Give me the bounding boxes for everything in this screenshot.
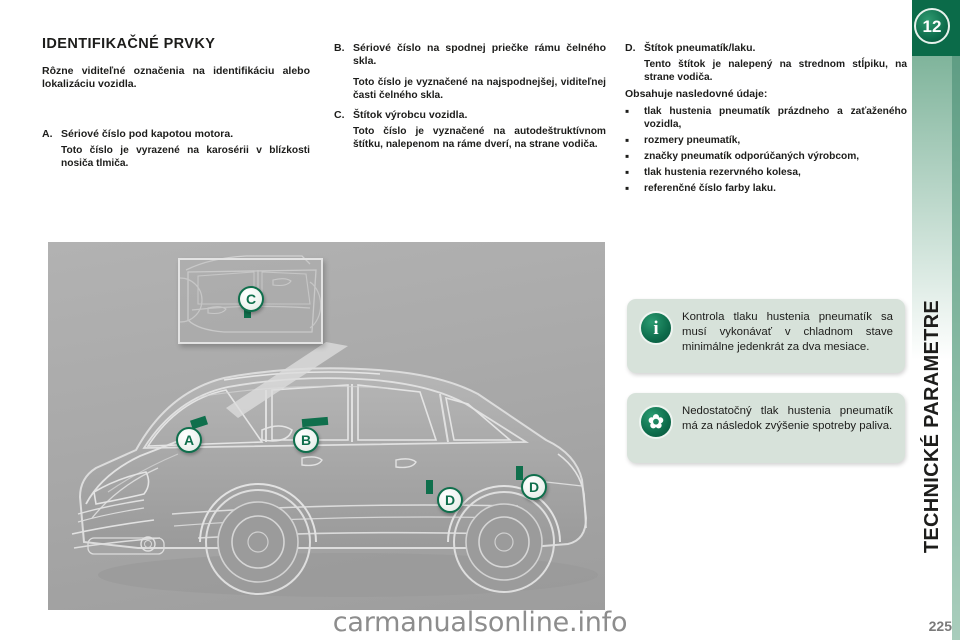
bullet-text: rozmery pneumatík, — [644, 135, 741, 147]
info-box-eco-tip: ✿ Nedostatočný tlak hustenia pneumatík m… — [627, 393, 905, 463]
identification-item-a: A. Sériové číslo pod kapotou motora. Tot… — [42, 128, 310, 171]
item-b-title: Sériové číslo na spodnej priečke rámu če… — [353, 42, 606, 68]
info-box-text: Nedostatočný tlak hustenia pneumatík má … — [682, 405, 893, 432]
identification-item-c: C. Štítok výrobcu vozidla. Toto číslo je… — [334, 109, 606, 152]
item-c-letter: C. — [334, 108, 345, 121]
marker-b[interactable]: B — [293, 427, 319, 453]
bullet-text: referenčné číslo farby laku. — [644, 183, 776, 195]
bullet-square-icon: ▪ — [625, 165, 630, 180]
tyre-label-list-intro: Obsahuje nasledovné údaje: — [625, 87, 768, 100]
info-icon: i — [639, 311, 673, 345]
info-box-text: Kontrola tlaku hustenia pneumatík sa mus… — [682, 311, 893, 353]
marker-d-rear[interactable]: D — [521, 474, 547, 500]
item-d-body: Tento štítok je nalepený na strednom stĺ… — [644, 59, 907, 84]
sticker-tag-d-front — [426, 480, 433, 494]
list-item: ▪ tlak hustenia pneumatík prázdneho a za… — [625, 105, 907, 131]
bullet-square-icon: ▪ — [625, 149, 630, 164]
marker-label: D — [444, 492, 456, 508]
bullet-text: tlak hustenia pneumatík prázdneho a zaťa… — [644, 106, 907, 131]
marker-a[interactable]: A — [176, 427, 202, 453]
bullet-text: značky pneumatík odporúčaných výrobcom, — [644, 151, 860, 163]
item-d-title: Štítok pneumatík/laku. — [644, 42, 756, 54]
intro-paragraph: Rôzne viditeľné označenia na identifikác… — [42, 65, 310, 91]
item-a-letter: A. — [42, 127, 53, 140]
marker-label: D — [528, 479, 540, 495]
marker-label: B — [300, 432, 312, 448]
text-column-3: D. Štítok pneumatík/laku. Tento štítok j… — [625, 42, 907, 198]
item-a-title: Sériové číslo pod kapotou motora. — [61, 127, 234, 140]
item-b-body: Toto číslo je vyznačené na najspodnejšej… — [353, 76, 606, 101]
item-a-body: Toto číslo je vyrazené na karosérii v bl… — [61, 145, 310, 170]
list-item: ▪ referenčné číslo farby laku. — [625, 182, 907, 195]
identification-item-d: D. Štítok pneumatík/laku. Tento štítok j… — [625, 42, 907, 85]
chapter-band-edge — [952, 56, 960, 640]
marker-label: A — [183, 432, 195, 448]
page-number: 225 — [928, 618, 952, 634]
text-column-1: IDENTIFIKAČNÉ PRVKY Rôzne viditeľné ozna… — [42, 36, 310, 170]
bullet-square-icon: ▪ — [625, 181, 630, 196]
info-box-tyre-check: i Kontrola tlaku hustenia pneumatík sa m… — [627, 299, 905, 373]
marker-c[interactable]: C — [238, 286, 264, 312]
text-column-2: B. Sériové číslo na spodnej priečke rámu… — [334, 42, 606, 152]
site-watermark: carmanualsonline.info — [332, 607, 628, 638]
vehicle-illustration: C A B D D — [48, 242, 605, 610]
item-b-letter: B. — [334, 42, 345, 54]
list-item: ▪ rozmery pneumatík, — [625, 134, 907, 147]
list-item: ▪ tlak hustenia rezervného kolesa, — [625, 166, 907, 179]
chapter-side-band — [912, 0, 960, 640]
marker-label: C — [245, 291, 257, 307]
item-c-body: Toto číslo je vyznačené na autodeštruktí… — [353, 126, 606, 151]
item-c-title: Štítok výrobcu vozidla. — [353, 108, 468, 121]
tyre-label-bullet-list: ▪ tlak hustenia pneumatík prázdneho a za… — [625, 105, 907, 195]
marker-d-front[interactable]: D — [437, 487, 463, 513]
bullet-text: tlak hustenia rezervného kolesa, — [644, 167, 801, 179]
page-title: IDENTIFIKAČNÉ PRVKY — [42, 36, 216, 52]
item-d-letter: D. — [625, 42, 636, 54]
chapter-section-title: TECHNICKÉ PARAMETRE — [910, 300, 954, 600]
chapter-number-badge: 12 — [914, 8, 950, 44]
list-item: ▪ značky pneumatík odporúčaných výrobcom… — [625, 150, 907, 163]
chapter-number: 12 — [922, 16, 942, 36]
chapter-band-gradient — [912, 56, 952, 640]
sticker-tag-d-rear — [516, 466, 523, 480]
bullet-square-icon: ▪ — [625, 133, 630, 148]
eco-icon-glyph: ✿ — [648, 411, 664, 433]
identification-item-b: B. Sériové číslo na spodnej priečke rámu… — [334, 42, 606, 102]
vehicle-line-drawing — [71, 255, 598, 597]
eco-leaf-icon: ✿ — [639, 405, 673, 439]
bullet-square-icon: ▪ — [625, 104, 630, 119]
chapter-section-title-text: TECHNICKÉ PARAMETRE — [920, 300, 943, 554]
info-icon-glyph: i — [653, 317, 659, 339]
